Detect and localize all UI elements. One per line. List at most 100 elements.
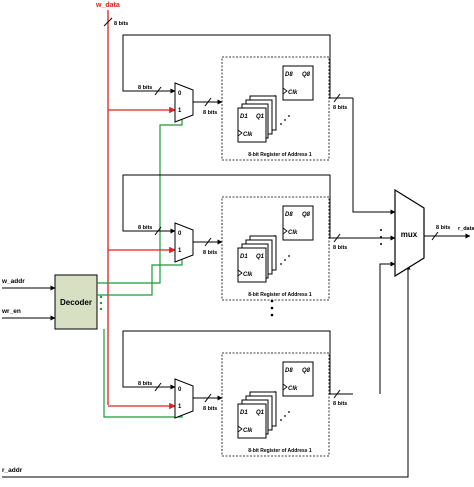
- r-data-width-label: 8 bits: [436, 225, 450, 231]
- register-out-width-label: 8 bits: [333, 245, 347, 251]
- register-bus-to-mux: [352, 98, 396, 215]
- mux-out-width-label: 8 bits: [203, 406, 217, 412]
- ff-q8-label: Q8: [302, 212, 311, 218]
- ff-q1-label: Q1: [256, 410, 265, 416]
- mux-input-1: 1: [178, 108, 182, 114]
- ellipsis-dot: [270, 313, 274, 317]
- register-container: [221, 196, 330, 301]
- ff-clk-label: Clk: [288, 90, 298, 96]
- ff-d1-label: D1: [240, 410, 248, 416]
- mux-label: mux: [401, 230, 418, 239]
- ellipsis-dot: [380, 229, 382, 231]
- ellipsis-dot: [99, 307, 103, 311]
- ff-d1-label: D1: [240, 114, 248, 120]
- ff-clk-label: Clk: [243, 272, 253, 278]
- input-mux: [174, 222, 194, 263]
- feedback-width-label: 8 bits: [138, 381, 152, 387]
- decoder-block: [54, 274, 98, 330]
- ff-d8-label: D8: [285, 72, 293, 78]
- register-container: [221, 56, 330, 161]
- feedback-width-label: 8 bits: [138, 225, 152, 231]
- ff-clk-label: Clk: [288, 230, 298, 236]
- mux-input-0: 0: [178, 231, 182, 237]
- output-mux: [394, 188, 425, 278]
- feedback-wire: [122, 34, 331, 98]
- ellipsis-dot: [284, 259, 286, 261]
- flipflop-d1: [237, 107, 267, 143]
- mux-input-1: 1: [178, 248, 182, 254]
- ellipsis-dot: [284, 415, 286, 417]
- ff-clk-label: Clk: [243, 132, 253, 138]
- register-stage-2: 8 bits 0 1 8 bits 8-bit Register of Addr…: [97, 174, 396, 301]
- input-mux: [174, 82, 194, 123]
- ellipsis-dot: [280, 419, 282, 421]
- clock-triangle: [282, 383, 288, 391]
- w-data-width-label: 8 bits: [114, 21, 128, 27]
- ff-q8-label: Q8: [302, 72, 311, 78]
- ellipsis-dot: [288, 411, 290, 413]
- clock-triangle: [237, 269, 243, 277]
- w-data-label: w_data: [95, 2, 120, 9]
- ellipsis-dot: [99, 295, 103, 299]
- r-addr-wire: [2, 264, 411, 478]
- register-stage-3: 8 bits 0 1 8 bits 8-bit Register of Addr…: [103, 261, 396, 457]
- clock-triangle: [282, 87, 288, 95]
- select-wire: [97, 254, 183, 296]
- bus-slash: [333, 233, 341, 243]
- register-caption: 8-bit Register of Address 1: [248, 292, 312, 298]
- ellipsis-dot: [380, 243, 382, 245]
- flipflop-d8: [282, 361, 314, 397]
- clock-triangle: [282, 227, 288, 235]
- register-stage-1: 8 bits 0 1 8 bits 8-bit Register of Addr…: [97, 34, 396, 284]
- ellipsis-dot: [270, 306, 274, 310]
- bus-slash: [431, 231, 439, 241]
- ellipsis-dot: [288, 255, 290, 257]
- flipflop-d1: [237, 403, 267, 439]
- r-addr-label: r_addr: [2, 467, 23, 474]
- mux-out-width-label: 8 bits: [203, 250, 217, 256]
- ellipsis-dot: [284, 119, 286, 121]
- feedback-wire: [122, 330, 331, 394]
- input-mux: [174, 378, 194, 419]
- flipflop-d8: [282, 65, 314, 101]
- bus-slash: [333, 93, 341, 103]
- mux-out-width-label: 8 bits: [203, 110, 217, 116]
- ff-d8-label: D8: [285, 212, 293, 218]
- mux-input-0: 0: [178, 91, 182, 97]
- mux-input-1: 1: [178, 404, 182, 410]
- clock-triangle: [237, 425, 243, 433]
- w-addr-label: w_addr: [1, 278, 25, 285]
- ff-q1-label: Q1: [256, 114, 265, 120]
- ellipsis-dot: [280, 123, 282, 125]
- r-data-label: r_data: [458, 226, 474, 232]
- select-wire: [97, 114, 183, 284]
- bus-slash: [204, 97, 212, 107]
- bus-slash: [204, 393, 212, 403]
- wr-en-label: wr_en: [1, 308, 21, 315]
- bus-slash: [154, 382, 162, 392]
- register-caption: 8-bit Register of Address 1: [248, 152, 312, 158]
- ff-q8-label: Q8: [302, 368, 311, 374]
- ellipsis-dot: [280, 263, 282, 265]
- register-out-width-label: 8 bits: [333, 105, 347, 111]
- feedback-width-label: 8 bits: [138, 85, 152, 91]
- bus-slash: [154, 226, 162, 236]
- bus-slash: [103, 17, 113, 27]
- bus-slash: [154, 86, 162, 96]
- ellipsis-dot: [288, 115, 290, 117]
- ff-q1-label: Q1: [256, 254, 265, 260]
- feedback-wire: [122, 174, 331, 238]
- bus-slash: [333, 389, 341, 399]
- register-container: [221, 352, 330, 457]
- clock-triangle: [237, 129, 243, 137]
- ff-clk-label: Clk: [288, 386, 298, 392]
- bus-slash: [204, 237, 212, 247]
- ff-d8-label: D8: [285, 368, 293, 374]
- register-out-width-label: 8 bits: [333, 401, 347, 407]
- flipflop-d8: [282, 205, 314, 241]
- ellipsis-dot: [99, 301, 103, 305]
- ff-clk-label: Clk: [243, 428, 253, 434]
- decoder-label: Decoder: [60, 298, 92, 307]
- flipflop-d1: [237, 247, 267, 283]
